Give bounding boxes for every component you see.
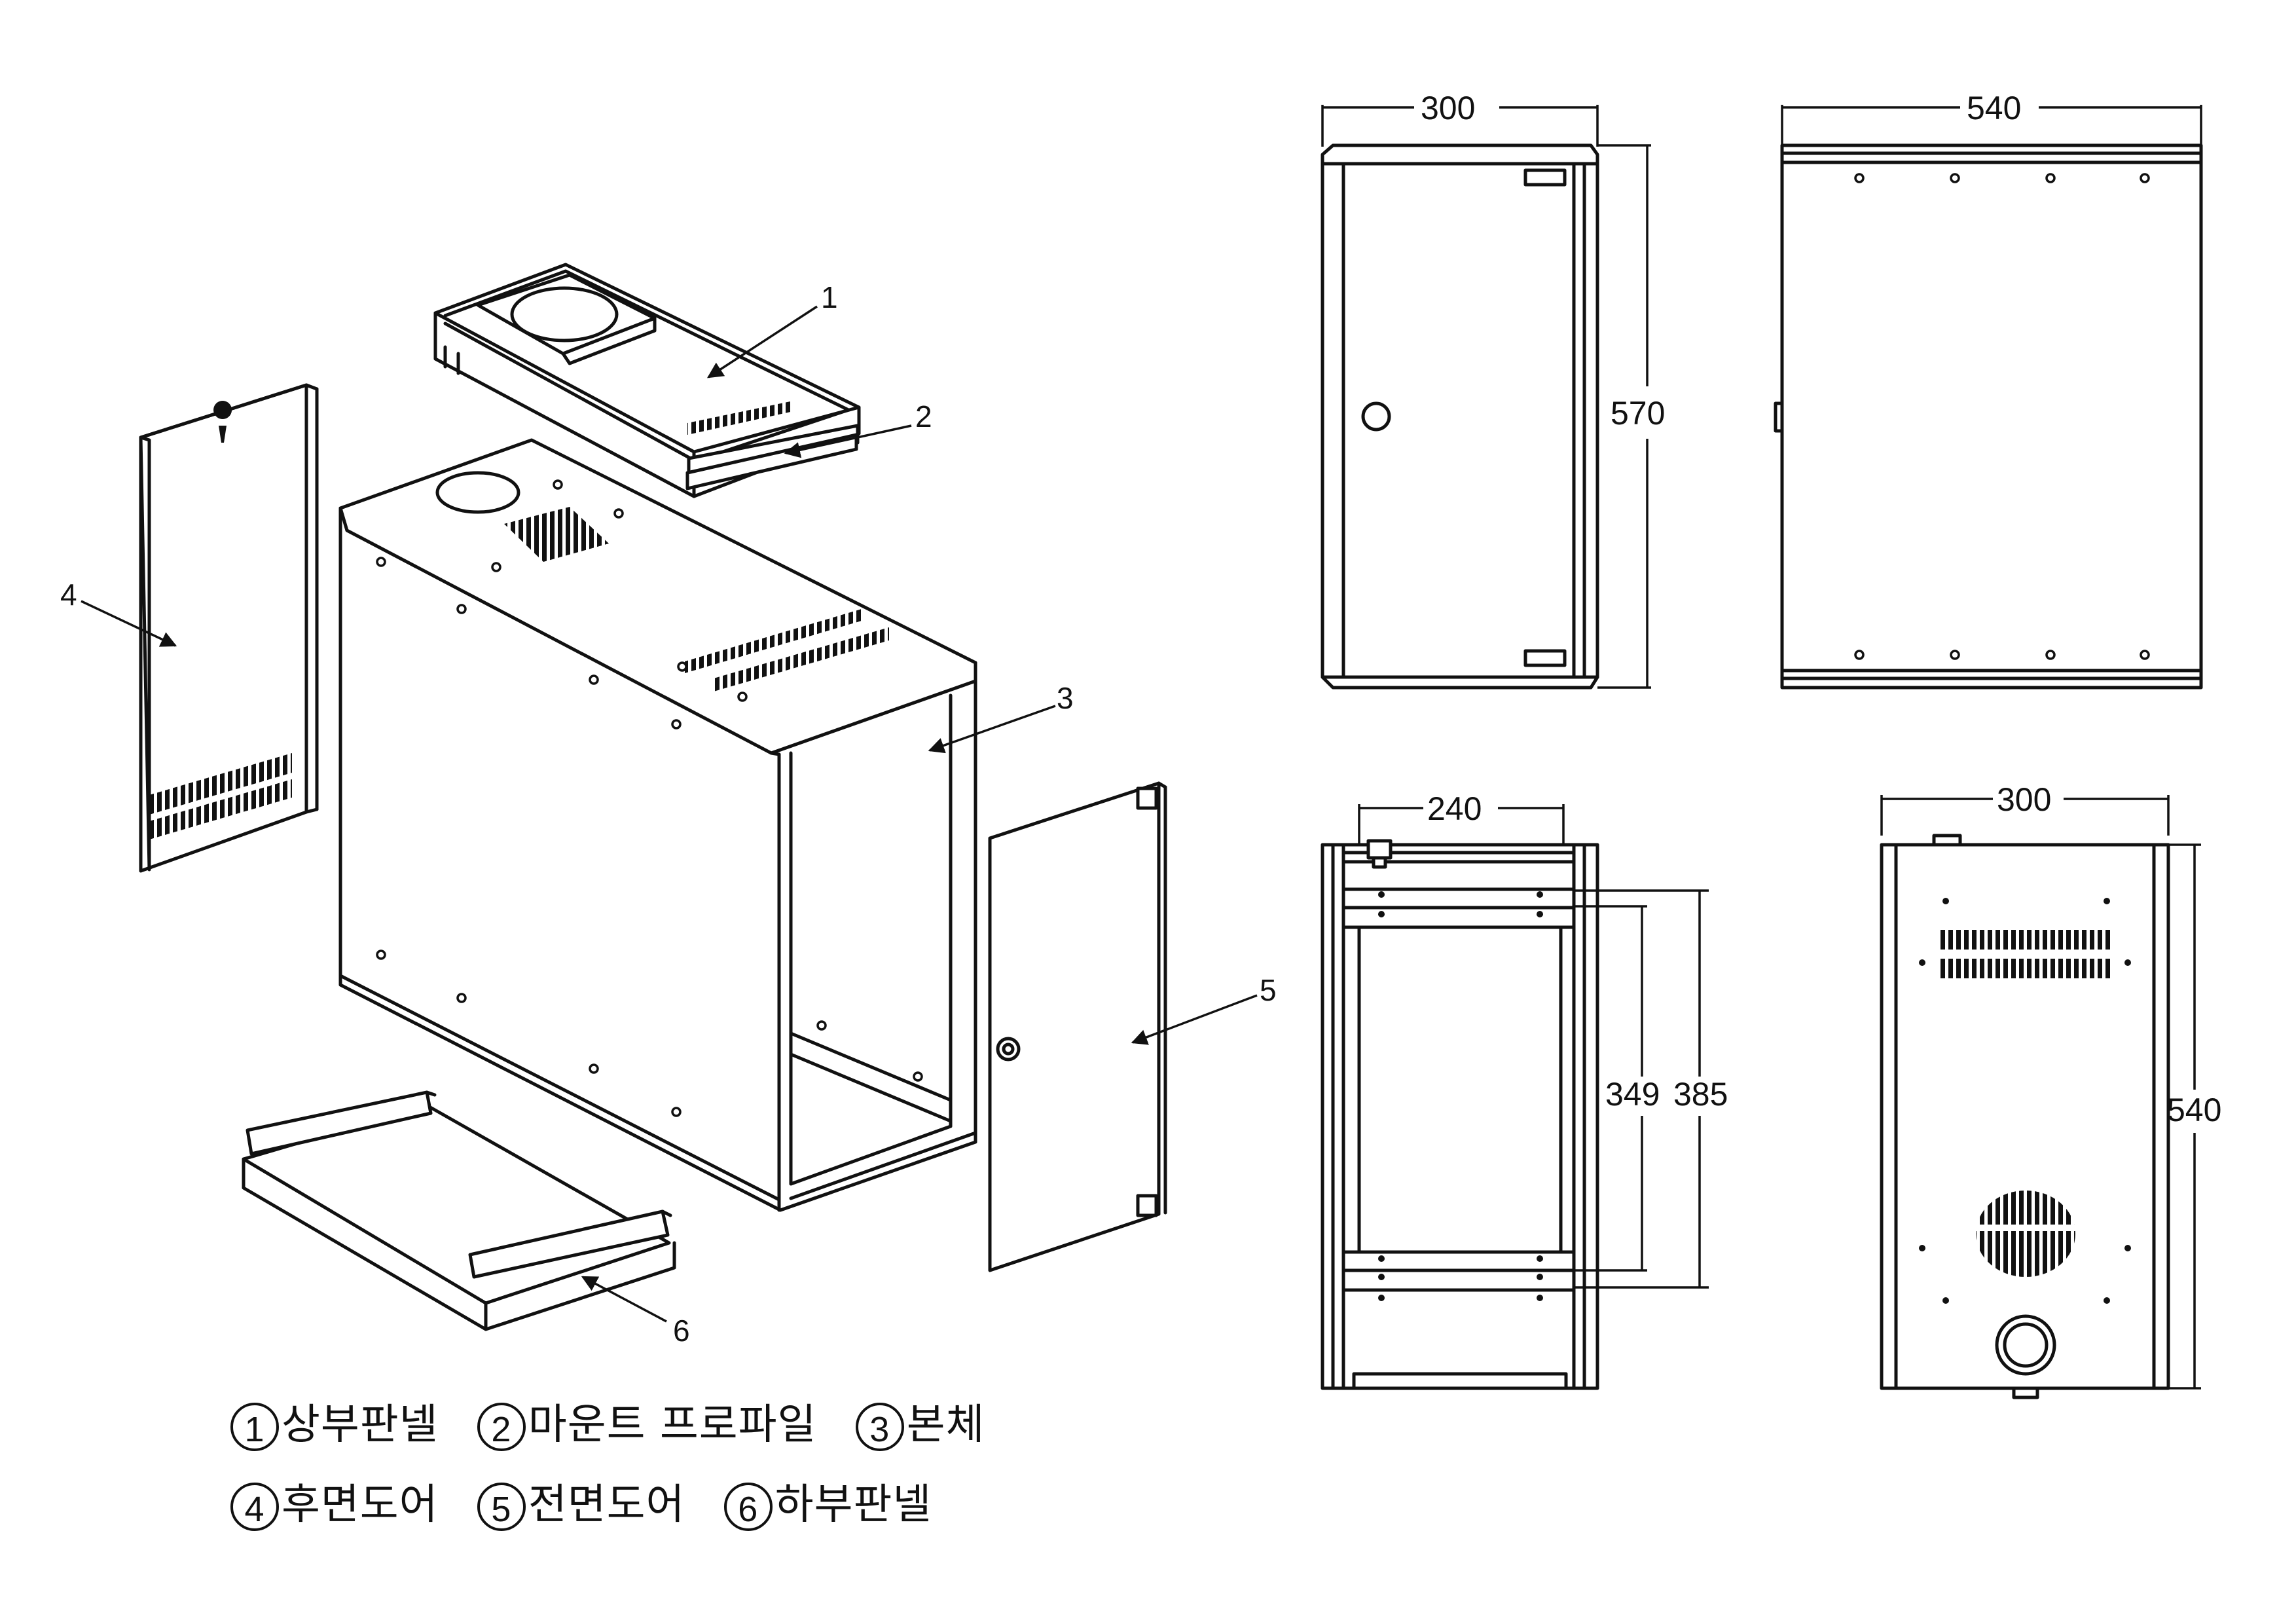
rear-door bbox=[139, 383, 319, 873]
dim-inner-width: 240 bbox=[1427, 790, 1482, 827]
side-view: 540 bbox=[1774, 90, 2203, 690]
front-view: 300 570 bbox=[1321, 90, 1665, 690]
top-fan-grille bbox=[1975, 1190, 2077, 1277]
callout-2: 2 bbox=[915, 399, 932, 434]
interior-view: 240 349 385 bbox=[1321, 790, 1728, 1390]
top-view: 300 540 bbox=[1880, 781, 2221, 1399]
bottom-panel bbox=[242, 1090, 676, 1331]
callout-4: 4 bbox=[60, 578, 77, 612]
dim-top-width: 300 bbox=[1997, 781, 2051, 818]
callout-leaders bbox=[81, 305, 1258, 1323]
callout-6: 6 bbox=[673, 1314, 690, 1348]
dim-height: 570 bbox=[1611, 395, 1665, 432]
dim-front-width: 300 bbox=[1421, 90, 1475, 126]
dim-rail-inner: 349 bbox=[1605, 1076, 1660, 1113]
dim-side-width: 540 bbox=[1967, 90, 2021, 126]
callout-1: 1 bbox=[821, 280, 838, 314]
callout-3: 3 bbox=[1057, 681, 1074, 715]
callout-5: 5 bbox=[1260, 973, 1277, 1007]
main-body bbox=[338, 438, 977, 1212]
dim-rail-outer: 385 bbox=[1673, 1076, 1728, 1113]
callout-numbers: 1 2 3 4 5 6 bbox=[60, 280, 1277, 1348]
front-door bbox=[988, 781, 1167, 1272]
dim-top-depth: 540 bbox=[2167, 1092, 2221, 1128]
